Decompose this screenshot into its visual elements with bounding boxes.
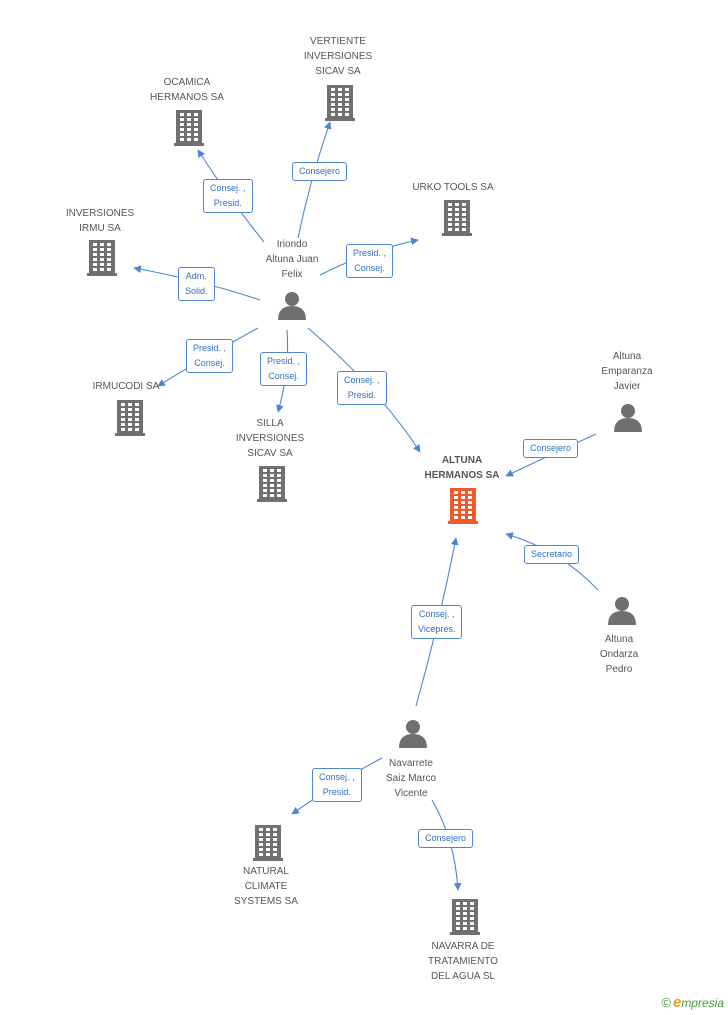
node-label-line: OCAMICA [163, 77, 211, 88]
node-label-line: INVERSIONES [303, 51, 373, 62]
node-label-line: VERTIENTE [310, 36, 366, 47]
node-label-line: INVERSIONES [65, 208, 135, 219]
node-label-line: SICAV SA [315, 66, 361, 77]
node-label-line: HERMANOS SA [150, 92, 224, 103]
relation-label-line: Vicepres. [418, 624, 456, 634]
node-label-line: URKO TOOLS SA [412, 182, 494, 193]
relation-label-iriondo-to-irmucodi[interactable]: Presid. , Consej. [186, 339, 234, 373]
node-label-urko[interactable]: URKO TOOLS SA [398, 180, 508, 195]
node-label-line: INVERSIONES [235, 433, 305, 444]
relation-label-iriondo-to-altuna[interactable]: Consej. , Presid. [337, 371, 387, 405]
relation-label-line: Consej. , [210, 183, 246, 193]
relation-label-line: Consej. , [344, 375, 380, 385]
node-label-line: Pedro [605, 664, 633, 675]
relation-label-ondarza-to-altuna[interactable]: Secretario [524, 545, 580, 564]
building-icon-vertiente[interactable] [325, 85, 355, 121]
person-icon-navarrete[interactable] [399, 720, 427, 748]
node-label-silla[interactable]: SILLA INVERSIONES SICAV SA [215, 416, 325, 461]
relation-label-line: Presid. [347, 390, 376, 400]
node-label-irmucodi[interactable]: IRMUCODI SA [71, 379, 181, 394]
node-label-line: SYSTEMS SA [234, 896, 298, 907]
node-label-natural[interactable]: NATURAL CLIMATE SYSTEMS SA [211, 864, 321, 909]
relation-label-line: Consejero [425, 833, 467, 843]
relation-label-navarrete-to-altuna[interactable]: Consej. , Vicepres. [411, 605, 463, 639]
node-label-line: HERMANOS SA [424, 470, 500, 481]
node-label-line: IRMUCODI SA [92, 381, 160, 392]
relation-label-line: Consejero [299, 166, 341, 176]
relation-label-line: Presid. , [267, 356, 301, 366]
node-label-line: Javier [613, 381, 641, 392]
node-label-line: Altuna [612, 351, 642, 362]
node-label-line: ALTUNA [441, 455, 483, 466]
node-label-line: Emparanza [601, 366, 653, 377]
node-label-line: Navarrete [389, 758, 433, 769]
building-icon-irmu[interactable] [87, 240, 117, 276]
relation-label-line: Solid. [185, 286, 208, 296]
node-label-line: Altuna Juan [265, 254, 319, 265]
person-icon-emparanza[interactable] [614, 404, 642, 432]
relation-label-line: Consej. [354, 263, 385, 273]
relation-label-line: Secretario [531, 549, 573, 559]
node-label-line: SICAV SA [247, 448, 293, 459]
node-label-line: IRMU SA [79, 223, 121, 234]
node-label-line: TRATAMIENTO [428, 956, 498, 967]
person-icon-ondarza[interactable] [608, 597, 636, 625]
relation-label-line: Consej. , [418, 609, 455, 619]
node-label-line: DEL AGUA SL [430, 971, 496, 982]
building-icon-ocamica[interactable] [174, 110, 204, 146]
node-label-line: NATURAL [243, 866, 289, 877]
node-label-line: SILLA [256, 418, 284, 429]
node-label-altuna[interactable]: ALTUNA HERMANOS SA [407, 453, 517, 483]
person-icon-iriondo[interactable] [278, 292, 306, 320]
node-label-line: Altuna [604, 634, 634, 645]
node-label-line: Saiz Marco [385, 773, 436, 784]
relation-label-line: Presid. , [353, 248, 387, 258]
relation-label-navarrete-to-natural[interactable]: Consej. , Presid. [312, 768, 362, 802]
node-label-ocamica[interactable]: OCAMICA HERMANOS SA [132, 75, 242, 105]
relation-label-line: Presid. [213, 198, 242, 208]
brand-logo-text: mpresia [681, 996, 724, 1010]
building-icon-navarra[interactable] [450, 899, 480, 935]
building-icon-natural[interactable] [253, 825, 283, 861]
relation-label-iriondo-to-silla[interactable]: Presid. , Consej. [260, 352, 308, 386]
node-label-line: CLIMATE [244, 881, 288, 892]
relation-label-iriondo-to-urko[interactable]: Presid. , Consej. [346, 244, 394, 278]
relation-label-line: Consej. [194, 358, 225, 368]
node-label-line: NAVARRA DE [431, 941, 495, 952]
node-label-navarra[interactable]: NAVARRA DE TRATAMIENTO DEL AGUA SL [408, 939, 518, 984]
brand-footer: ©empresia [661, 994, 724, 1011]
node-label-vertiente[interactable]: VERTIENTE INVERSIONES SICAV SA [283, 34, 393, 79]
relation-label-line: Presid. [322, 787, 351, 797]
building-icon-urko[interactable] [442, 200, 472, 236]
node-label-irmu[interactable]: INVERSIONES IRMU SA [45, 206, 155, 236]
node-label-line: Iriondo [276, 239, 308, 250]
building-icon-altuna[interactable] [448, 488, 478, 524]
relation-label-line: Consejero [530, 443, 572, 453]
brand-logo-e: e [672, 994, 682, 1011]
building-icon-irmucodi[interactable] [115, 400, 145, 436]
icons-layer [87, 85, 642, 935]
relation-label-iriondo-to-irmu[interactable]: Adm. Solid. [178, 267, 215, 301]
node-label-line: Vicente [394, 788, 428, 799]
relation-label-iriondo-to-ocamica[interactable]: Consej. , Presid. [203, 179, 253, 213]
building-icon-silla[interactable] [257, 466, 287, 502]
relation-label-navarrete-to-navarra[interactable]: Consejero [418, 829, 474, 848]
node-label-line: Felix [281, 269, 303, 280]
relation-label-line: Consej. , [319, 772, 355, 782]
relation-label-line: Presid. , [193, 343, 227, 353]
relation-label-iriondo-to-vertiente[interactable]: Consejero [292, 162, 348, 181]
copyright-icon: © [661, 995, 671, 1010]
relation-label-line: Consej. [268, 371, 299, 381]
node-label-line: Ondarza [599, 649, 639, 660]
relation-label-emparanza-to-altuna[interactable]: Consejero [523, 439, 579, 458]
relation-label-line: Adm. [185, 271, 207, 281]
